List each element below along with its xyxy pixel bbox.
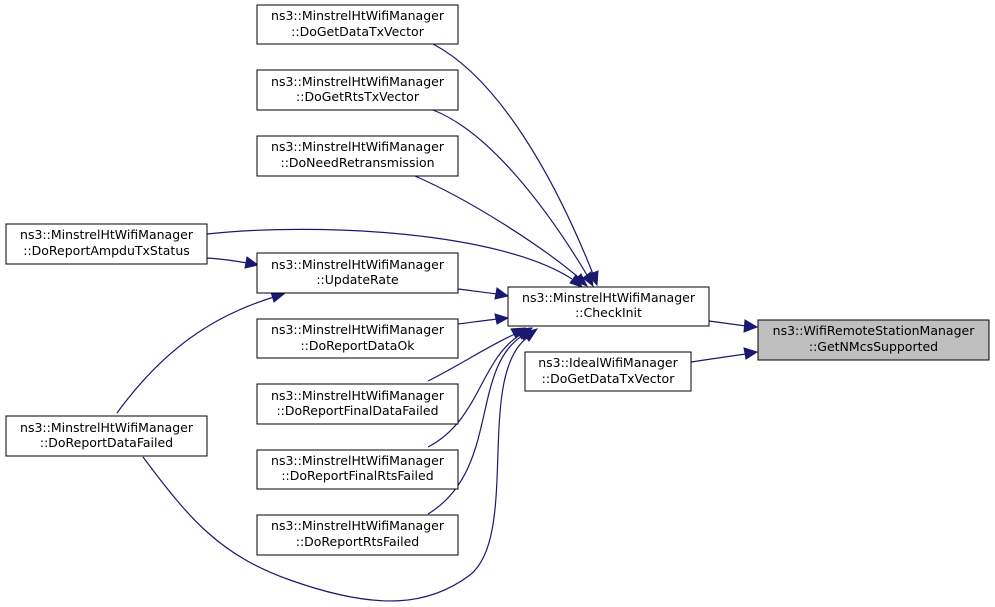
node-dogetdatatxvector[interactable]: ns3::MinstrelHtWifiManager ::DoGetDataTx… [256, 4, 459, 45]
svg-text:::DoGetDataTxVector: ::DoGetDataTxVector [291, 24, 425, 39]
svg-text:::DoGetDataTxVector: ::DoGetDataTxVector [542, 371, 676, 386]
svg-text:::DoReportDataOk: ::DoReportDataOk [300, 338, 415, 353]
node-doreportampdutxstatus[interactable]: ns3::MinstrelHtWifiManager ::DoReportAmp… [5, 223, 208, 265]
node-getnmcssupported[interactable]: ns3::WifiRemoteStationManager ::GetNMcsS… [757, 319, 990, 361]
svg-text:::UpdateRate: ::UpdateRate [316, 272, 399, 287]
svg-text:::DoReportDataFailed: ::DoReportDataFailed [40, 435, 173, 450]
edge-checkinit-to-getnmcs [708, 319, 759, 333]
svg-text:ns3::MinstrelHtWifiManager: ns3::MinstrelHtWifiManager [271, 8, 445, 23]
node-ideal-dogetdatatxvector[interactable]: ns3::IdealWifiManager ::DoGetDataTxVecto… [524, 351, 692, 392]
node-doreportfinalrtsfailed[interactable]: ns3::MinstrelHtWifiManager ::DoReportFin… [256, 449, 459, 490]
node-doreportdatafailed[interactable]: ns3::MinstrelHtWifiManager ::DoReportDat… [5, 415, 208, 457]
node-doreportfinaldatafailed[interactable]: ns3::MinstrelHtWifiManager ::DoReportFin… [256, 383, 459, 425]
node-doreportrtsfailed[interactable]: ns3::MinstrelHtWifiManager ::DoReportRts… [256, 514, 459, 556]
edge-updaterate-to-checkinit [457, 287, 510, 300]
edge-datafailed-to-checkinit [142, 328, 539, 602]
svg-text:ns3::MinstrelHtWifiManager: ns3::MinstrelHtWifiManager [271, 139, 445, 154]
svg-text:ns3::MinstrelHtWifiManager: ns3::MinstrelHtWifiManager [271, 388, 445, 403]
svg-text:::DoReportRtsFailed: ::DoReportRtsFailed [296, 534, 420, 549]
edge-dataok-to-checkinit [457, 313, 510, 325]
svg-text:ns3::MinstrelHtWifiManager: ns3::MinstrelHtWifiManager [271, 74, 445, 89]
node-doneedretransmission[interactable]: ns3::MinstrelHtWifiManager ::DoNeedRetra… [256, 135, 459, 177]
svg-text:ns3::IdealWifiManager: ns3::IdealWifiManager [538, 355, 678, 370]
svg-text:ns3::MinstrelHtWifiManager: ns3::MinstrelHtWifiManager [522, 290, 696, 305]
edge-idealgetdata-to-getnmcs [690, 347, 759, 363]
svg-text:::CheckInit: ::CheckInit [575, 305, 642, 320]
svg-text:ns3::MinstrelHtWifiManager: ns3::MinstrelHtWifiManager [271, 257, 445, 272]
edge-ampdustatus-to-checkinit [206, 228, 583, 288]
svg-text:::DoReportFinalDataFailed: ::DoReportFinalDataFailed [276, 403, 438, 418]
node-doreportdataok[interactable]: ns3::MinstrelHtWifiManager ::DoReportDat… [256, 318, 459, 359]
nodes: ns3::WifiRemoteStationManager ::GetNMcsS… [5, 4, 990, 556]
edges [116, 43, 759, 602]
svg-text:::DoNeedRetransmission: ::DoNeedRetransmission [280, 155, 434, 170]
edge-getrtstx-to-checkinit [432, 109, 594, 288]
svg-text:::GetNMcsSupported: ::GetNMcsSupported [809, 339, 938, 354]
svg-text:::DoReportAmpduTxStatus: ::DoReportAmpduTxStatus [23, 243, 190, 258]
svg-text:ns3::MinstrelHtWifiManager: ns3::MinstrelHtWifiManager [20, 227, 194, 242]
svg-text:ns3::MinstrelHtWifiManager: ns3::MinstrelHtWifiManager [20, 420, 194, 435]
node-updaterate[interactable]: ns3::MinstrelHtWifiManager ::UpdateRate [256, 252, 459, 294]
svg-text:::DoReportFinalRtsFailed: ::DoReportFinalRtsFailed [281, 468, 433, 483]
node-checkinit[interactable]: ns3::MinstrelHtWifiManager ::CheckInit [507, 286, 710, 327]
svg-text:ns3::MinstrelHtWifiManager: ns3::MinstrelHtWifiManager [271, 453, 445, 468]
node-dogetrtstxvector[interactable]: ns3::MinstrelHtWifiManager ::DoGetRtsTxV… [256, 69, 459, 111]
svg-text:ns3::MinstrelHtWifiManager: ns3::MinstrelHtWifiManager [271, 322, 445, 337]
svg-text:::DoGetRtsTxVector: ::DoGetRtsTxVector [296, 89, 420, 104]
edge-ampdustatus-to-updaterate [206, 256, 260, 269]
svg-text:ns3::WifiRemoteStationManager: ns3::WifiRemoteStationManager [773, 323, 976, 338]
svg-text:ns3::MinstrelHtWifiManager: ns3::MinstrelHtWifiManager [271, 518, 445, 533]
